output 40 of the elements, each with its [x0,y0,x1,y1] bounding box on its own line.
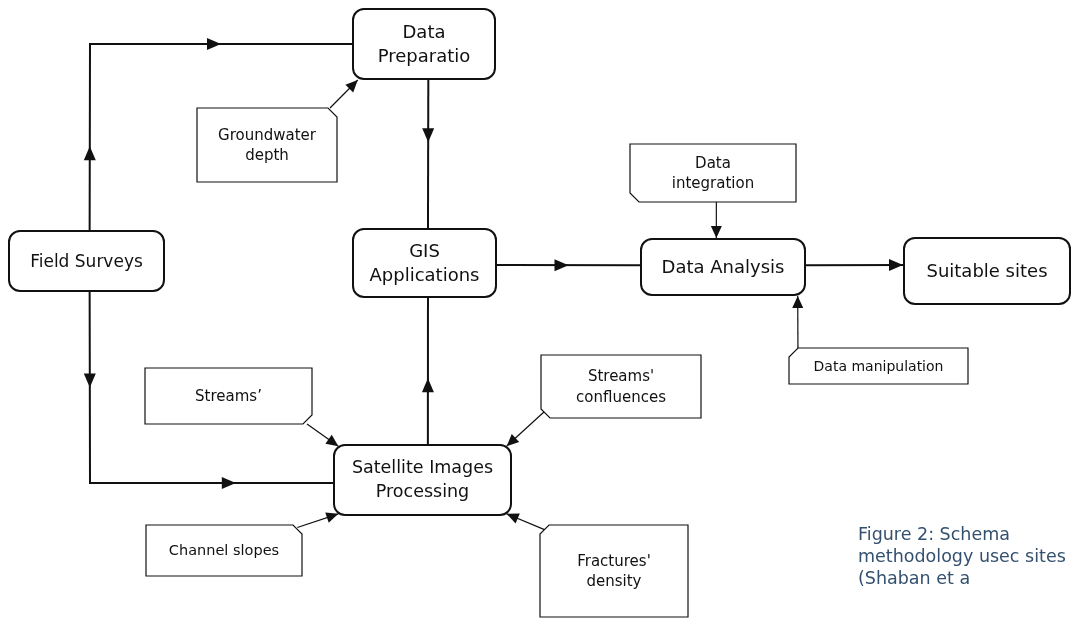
box-label: Fractures' density [576,550,652,592]
callout-box [789,348,968,384]
box-label: Data Analysis [661,254,785,279]
process-box [333,444,512,516]
figure-caption: Figure 2: Schema methodology usec sites (Shaban et a [858,524,1067,590]
arrow [506,513,546,531]
callout-box [146,525,302,576]
arrow [422,79,435,229]
arrow [83,38,353,231]
callout-box [540,525,688,617]
arrow [296,512,339,529]
box-label: Streams’ [195,385,262,407]
box-label: Data manipulation [813,356,944,376]
box-label: GIS Applications [368,238,481,287]
callout-box [197,108,337,182]
box-label: Suitable sites [926,258,1048,283]
arrow [83,291,334,489]
arrow [506,411,545,447]
callout-box [145,368,312,424]
box-label: Field Surveys [30,249,143,273]
arrow [805,258,904,271]
process-box [8,230,165,292]
process-box [903,237,1071,305]
box-label: Data Preparatio [376,19,472,68]
callout-box [541,355,701,418]
arrow [710,201,722,239]
arrow [496,259,641,272]
process-box [352,8,496,80]
process-box [640,238,806,296]
arrow [421,297,434,445]
callout-box [630,144,796,202]
box-label: Data integration [670,152,756,194]
box-label: Groundwater depth [217,124,317,166]
arrow [306,423,339,447]
arrow [329,79,359,109]
box-label: Channel slopes [168,540,280,560]
box-label: Streams' confluences [575,366,667,407]
box-label: Satellite Images Processing [350,456,495,503]
arrow [792,295,804,349]
process-box [352,228,497,298]
